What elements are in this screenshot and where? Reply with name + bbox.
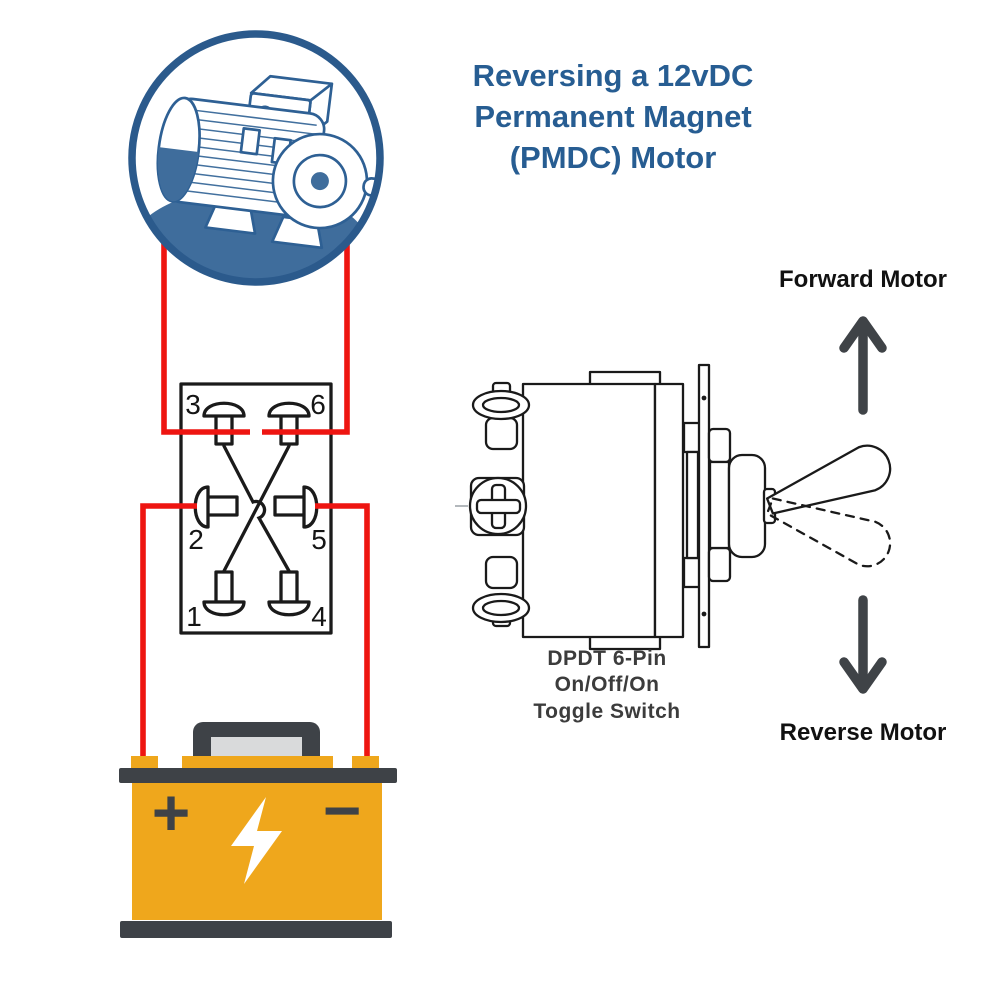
motor-circle-border [128,30,384,286]
forward-motor-label: Forward Motor [779,266,947,293]
red-wires [140,238,370,757]
pin-label-1: 1 [186,601,202,632]
minus-icon: − [322,773,362,848]
motor-illustration [128,30,384,286]
switch-caption-line-2: On/Off/On [554,673,660,697]
pin-label-4: 4 [311,601,327,632]
pin-3-terminal [202,401,246,446]
title-line-1: Reversing a 12vDC [472,58,754,93]
toggle-switch-illustration [455,363,892,651]
mounting-panel [697,363,711,649]
pin-6-terminal [267,401,311,446]
wire-motor-to-pin6 [262,238,350,435]
switch-screw-middle [468,476,528,537]
battery-illustration [119,722,397,938]
dpdt-pinout-box [179,382,333,635]
battery-terminal-right [352,756,379,769]
motor-shaft [362,177,377,199]
pin-1-terminal [202,570,246,617]
pin-label-2: 2 [188,524,204,555]
pin-4-terminal [267,570,311,617]
lightning-icon [231,797,282,884]
pin-label-6: 6 [310,389,326,420]
title-line-2: Permanent Magnet [474,99,752,135]
switch-caption-line-3: Toggle Switch [533,699,681,723]
wire-motor-to-pin3 [161,238,250,435]
crossover-wire-3-4 [222,444,291,573]
switch-body [521,382,657,639]
pin-label-3: 3 [185,389,201,420]
pin-label-5: 5 [311,524,327,555]
pin-2-terminal [193,485,239,529]
pin-5-terminal [273,485,319,529]
toggle-lever-dashed [765,497,892,568]
wire-battery-pos-to-pin2 [140,503,197,757]
switch-caption: DPDT 6-Pin On/Off/On Toggle Switch [487,646,727,725]
battery-top-bar [119,768,397,783]
title-line-3: (PMDC) Motor [509,140,717,176]
battery-bottom-bar [120,921,392,938]
switch-screw-top [471,381,531,451]
wire-battery-neg-to-pin5 [315,503,370,757]
battery-terminal-left [131,756,158,769]
reverse-motor-label: Reverse Motor [779,719,947,746]
switch-screw-bottom [471,555,531,628]
direction-arrows [839,316,887,694]
toggle-lever-solid [765,444,892,515]
switch-bushing [727,453,767,559]
plus-icon: + [151,775,191,850]
page-title: Reversing a 12vDC Permanent Magnet (PMDC… [413,55,813,179]
crossover-wire-6-1 [222,444,291,573]
switch-caption-line-1: DPDT 6-Pin [547,647,667,670]
